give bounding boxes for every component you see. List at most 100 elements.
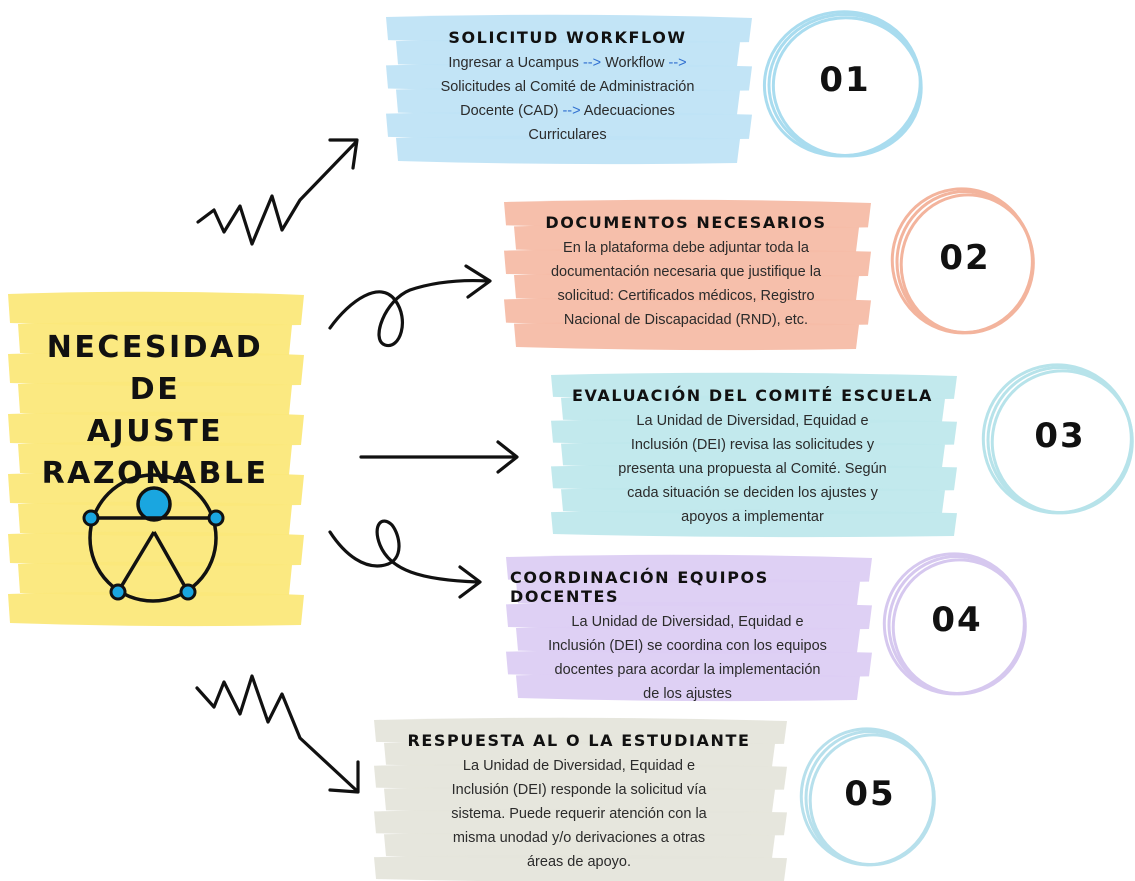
description-text: Curriculares <box>528 127 607 143</box>
description-text: La Unidad de Diversidad, Equidad e <box>462 758 696 774</box>
card-highlight-stroke <box>506 602 872 631</box>
loop-arrow-down-right <box>328 519 482 599</box>
description-text: solicitud: Certificados médicos, Registr… <box>557 288 815 304</box>
number-circle <box>771 16 923 158</box>
step-card-1: SOLICITUD WORKFLOW Ingresar a Ucampus --… <box>390 15 745 160</box>
description-line: cada situación se deciden los ajustes y <box>618 481 886 505</box>
main-title-line-2: AJUSTE <box>86 414 224 449</box>
card-highlight-stroke <box>506 649 872 678</box>
card-highlight-stroke <box>551 372 957 400</box>
step-number-5: 05 <box>844 774 896 814</box>
card-highlight-stroke <box>514 321 859 351</box>
description-line: Curriculares <box>441 123 695 147</box>
step-title: COORDINACIÓN EQUIPOS DOCENTES <box>510 568 769 606</box>
description-line: La Unidad de Diversidad, Equidad e <box>451 754 707 778</box>
main-title-line-3: RAZONABLE <box>41 456 269 491</box>
universal-access-icon <box>82 473 225 603</box>
card-highlight-stroke <box>514 224 859 253</box>
straight-arrow <box>359 440 519 474</box>
description-line: áreas de apoyo. <box>451 850 707 874</box>
card-highlight-stroke <box>516 625 860 654</box>
step-card-2: DOCUMENTOS NECESARIOS En la plataforma d… <box>508 200 864 346</box>
step-title: EVALUACIÓN DEL COMITÉ ESCUELA <box>571 386 934 405</box>
description-line: solicitud: Certificados médicos, Registr… <box>551 284 821 308</box>
description-line: Inclusión (DEI) responde la solicitud ví… <box>451 778 707 802</box>
description-text: La Unidad de Diversidad, Equidad e <box>636 413 869 429</box>
description-line: sistema. Puede requerir atención con la <box>451 802 707 826</box>
main-highlight-stroke <box>18 321 292 357</box>
card-highlight-stroke <box>386 111 752 140</box>
number-circle <box>808 733 936 867</box>
main-highlight-stroke <box>18 561 292 597</box>
description-text: de los ajustes <box>643 686 732 702</box>
step-number-2: 02 <box>939 238 991 278</box>
description-line: docentes para acordar la implementación <box>548 658 827 682</box>
arrow-text: --> <box>562 103 581 119</box>
card-highlight-stroke <box>504 248 871 278</box>
description-text: Inclusión (DEI) se coordina con los equi… <box>548 638 827 654</box>
step-description: La Unidad de Diversidad, Equidad e Inclus… <box>530 610 845 706</box>
step-number-3: 03 <box>1034 416 1086 456</box>
card-highlight-stroke <box>516 578 860 607</box>
description-text: apoyos a implementar <box>681 509 824 525</box>
card-highlight-stroke <box>386 63 752 92</box>
arrow-text: --> <box>582 55 602 71</box>
description-line: apoyos a implementar <box>618 505 886 529</box>
card-highlight-stroke <box>561 487 945 515</box>
description-line: La Unidad de Diversidad, Equidad e <box>548 610 827 634</box>
card-highlight-stroke <box>561 395 945 423</box>
card-highlight-stroke <box>384 740 775 768</box>
card-highlight-stroke <box>384 832 775 860</box>
description-text: docentes para acordar la implementación <box>554 662 821 678</box>
step-number-4: 04 <box>931 600 983 640</box>
main-highlight-stroke <box>18 381 292 417</box>
description-line: presenta una propuesta al Comité. Según <box>618 457 886 481</box>
description-text: sistema. Puede requerir atención con la <box>451 806 707 822</box>
description-text: Inclusión (DEI) responde la solicitud ví… <box>451 782 707 798</box>
main-highlight-stroke <box>8 351 304 387</box>
card-highlight-stroke <box>374 854 787 881</box>
main-highlight-stroke <box>8 411 304 447</box>
zigzag-arrow-down <box>195 674 360 794</box>
description-text: Docente (CAD) <box>460 103 563 119</box>
card-highlight-stroke <box>506 554 872 583</box>
step-title: SOLICITUD WORKFLOW <box>448 28 687 47</box>
card-highlight-stroke <box>504 297 871 326</box>
description-line: misma unodad y/o derivaciones a otras <box>451 826 707 850</box>
main-highlight-stroke <box>18 441 292 477</box>
description-text: cada situación se deciden los ajustes y <box>627 485 878 501</box>
description-line: documentación necesaria que justifique l… <box>551 260 821 284</box>
step-title: RESPUESTA AL O LA ESTUDIANTE <box>407 731 751 750</box>
card-highlight-stroke <box>374 717 787 745</box>
main-highlight-stroke <box>8 591 304 627</box>
card-highlight-stroke <box>516 673 860 702</box>
number-circle <box>899 193 1035 335</box>
step-card-3: EVALUACIÓN DEL COMITÉ ESCUELA La Unidad … <box>555 373 950 533</box>
description-text: Inclusión (DEI) revisa las solicitudes y <box>630 437 875 453</box>
card-highlight-stroke <box>514 272 859 302</box>
description-line: En la plataforma debe adjuntar toda la <box>551 236 821 260</box>
main-highlight-stroke <box>8 531 304 567</box>
description-text: Ingresar a Ucampus <box>448 55 583 71</box>
description-line: La Unidad de Diversidad, Equidad e <box>618 409 886 433</box>
description-text: Nacional de Discapacidad (RND), etc. <box>563 312 809 328</box>
description-text: La Unidad de Diversidad, Equidad e <box>571 614 804 630</box>
description-text: Workflow <box>601 55 669 71</box>
description-text: En la plataforma debe adjuntar toda la <box>563 240 809 256</box>
description-line: Inclusión (DEI) revisa las solicitudes y <box>618 433 886 457</box>
step-description: Ingresar a Ucampus --> Workflow --> Solic… <box>423 51 713 147</box>
step-title: DOCUMENTOS NECESARIOS <box>545 213 827 232</box>
card-highlight-stroke <box>374 809 787 837</box>
number-circle <box>990 369 1134 515</box>
card-highlight-stroke <box>561 441 945 469</box>
description-text: misma unodad y/o derivaciones a otras <box>452 830 706 846</box>
step-card-5: RESPUESTA AL O LA ESTUDIANTE La Unidad d… <box>378 718 780 878</box>
card-highlight-stroke <box>551 509 957 538</box>
description-text: Solicitudes al Comité de Administración <box>440 79 695 95</box>
description-line: Docente (CAD) --> Adecuaciones <box>441 99 695 123</box>
description-text: documentación necesaria que justifique l… <box>550 264 822 280</box>
step-number-1: 01 <box>819 60 871 100</box>
step-description: La Unidad de Diversidad, Equidad e Inclus… <box>600 409 904 529</box>
description-text: áreas de apoyo. <box>526 854 631 870</box>
